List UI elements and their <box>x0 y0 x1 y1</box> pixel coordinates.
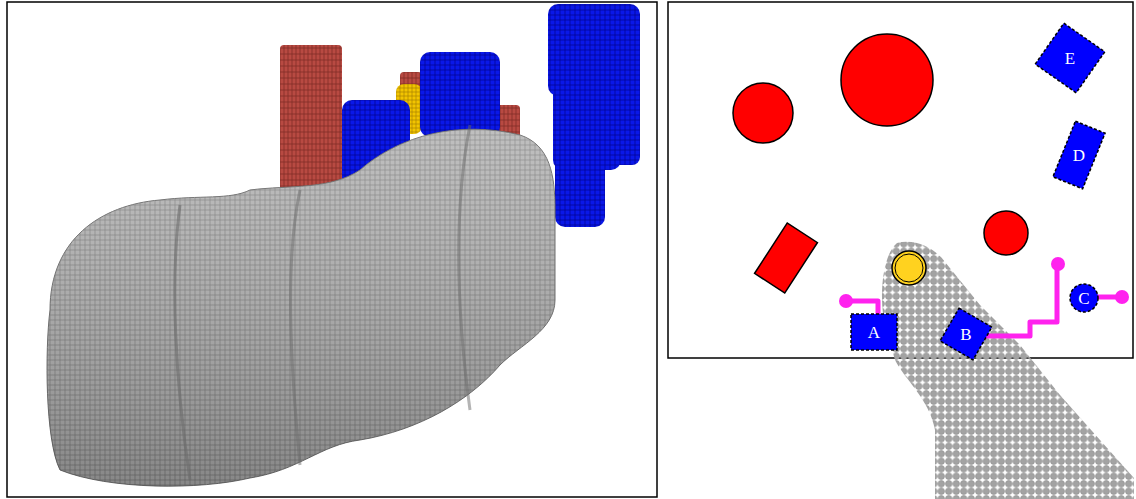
panel-frame <box>7 2 657 497</box>
red-obstacle <box>841 34 933 126</box>
robot-voxels <box>47 129 555 486</box>
red-obstacle <box>280 45 342 193</box>
yellow-obstacle <box>892 251 926 285</box>
red-obstacle <box>733 83 793 143</box>
labelled-obstacle: A <box>851 314 897 350</box>
obstacle-letter: C <box>1078 290 1089 307</box>
path-endpoint <box>839 257 1129 308</box>
labelled-obstacle: C <box>1069 283 1099 313</box>
red-obstacle <box>755 223 818 293</box>
blue-obstacle <box>420 52 500 137</box>
obstacle-letter: A <box>868 324 880 341</box>
red-obstacle <box>984 211 1028 255</box>
labelled-obstacle: D <box>1054 121 1104 189</box>
obstacle-letter: B <box>960 326 971 343</box>
obstacle-letter: E <box>1065 50 1075 67</box>
obstacle-letter: D <box>1073 147 1085 164</box>
voxel-render <box>47 4 640 486</box>
labelled-obstacle: B <box>939 307 993 361</box>
robot-footprint <box>882 242 1134 499</box>
labelled-obstacle: E <box>1034 22 1106 94</box>
